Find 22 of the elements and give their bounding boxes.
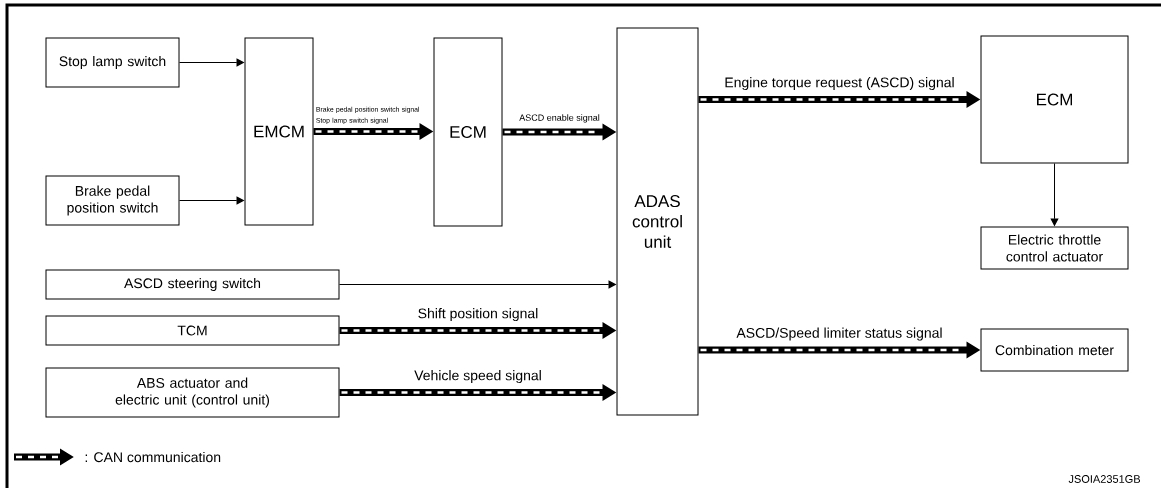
control-unit-box: ECM bbox=[980, 35, 1129, 164]
control-unit-box: ECM bbox=[433, 37, 503, 227]
text-box: Brake pedal position switch bbox=[45, 175, 180, 226]
control-unit-box: ADAS control unit bbox=[616, 27, 699, 416]
arrow bbox=[179, 58, 244, 67]
text-box: Combination meter bbox=[980, 328, 1129, 372]
arrow bbox=[179, 196, 244, 205]
text-box: ASCD steering switch bbox=[45, 269, 340, 300]
text-box: Electric throttle control actuator bbox=[980, 226, 1129, 270]
text-box: ABS actuator and electric unit (control unit) bbox=[45, 367, 340, 418]
control-unit-box: EMCM bbox=[244, 37, 314, 226]
edge-label: Vehicle speed signal bbox=[414, 370, 541, 384]
text-box: Stop lamp switch bbox=[45, 37, 180, 88]
arrow bbox=[1050, 163, 1059, 226]
edge-label: Shift position signal bbox=[418, 308, 538, 322]
figure-code: JSOIA2351GB bbox=[1068, 475, 1141, 483]
text-box: TCM bbox=[45, 315, 340, 346]
legend-text: : CAN communication bbox=[85, 451, 221, 463]
edge-label: Engine torque request (ASCD) signal bbox=[725, 77, 954, 91]
edge-label: ASCD enable signal bbox=[519, 114, 600, 123]
arrow bbox=[339, 280, 616, 289]
edge-label: ASCD/Speed limiter status signal bbox=[736, 327, 942, 341]
